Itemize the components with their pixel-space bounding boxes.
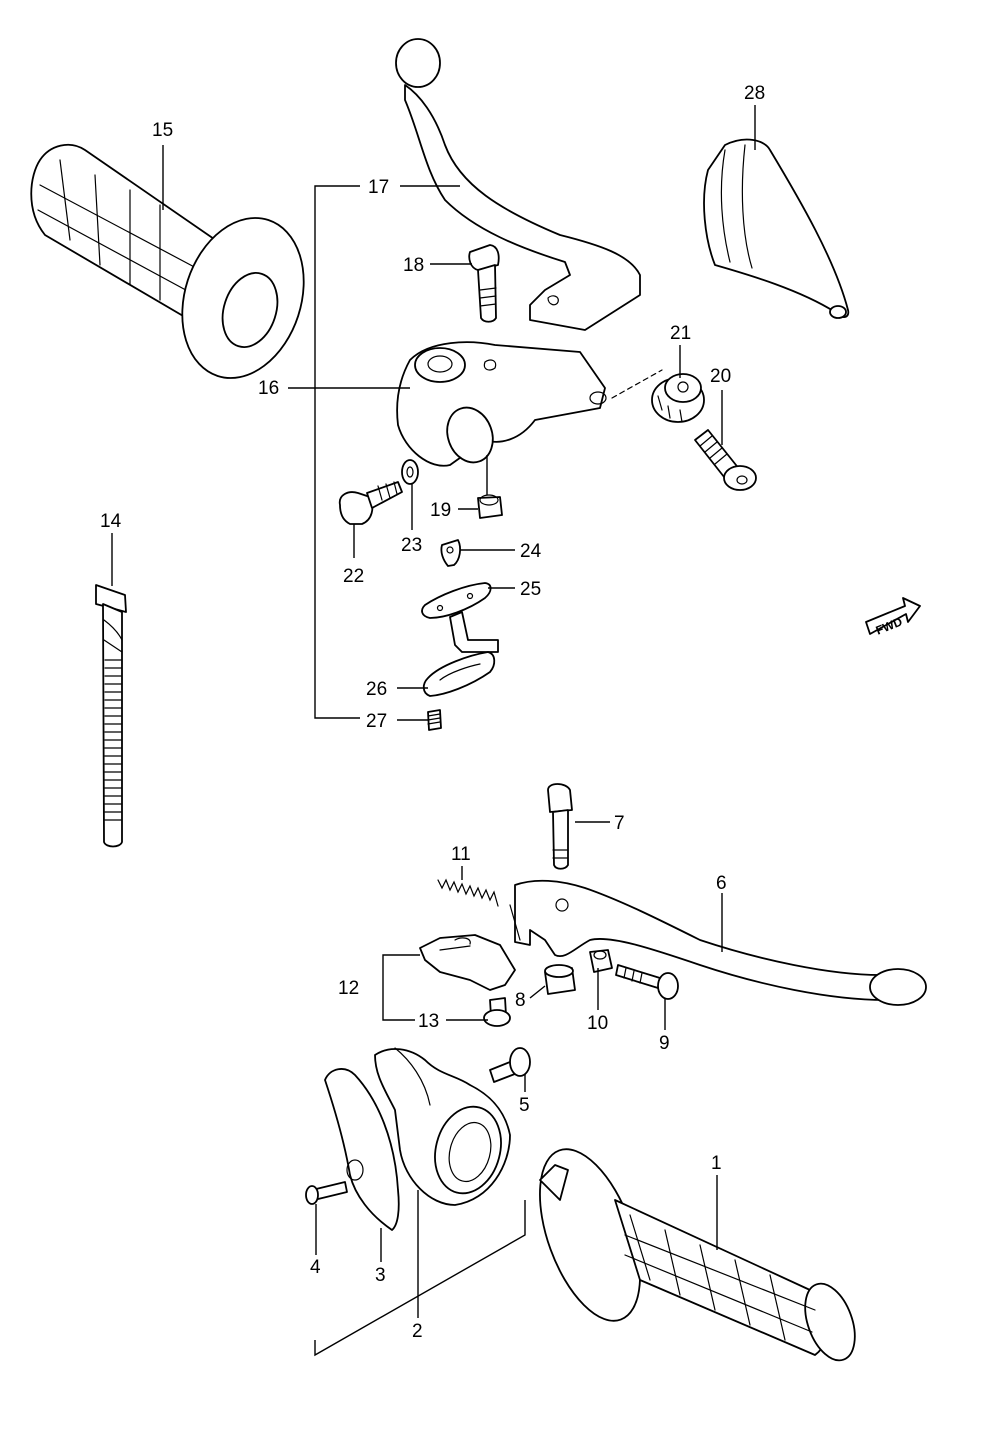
callout-7: 7 bbox=[614, 813, 625, 834]
callout-15: 15 bbox=[152, 120, 173, 141]
callout-24: 24 bbox=[520, 541, 542, 562]
callout-5: 5 bbox=[519, 1095, 530, 1116]
callout-23: 23 bbox=[401, 535, 422, 556]
callout-27: 27 bbox=[366, 711, 387, 732]
callout-12: 12 bbox=[338, 978, 359, 999]
part-14-cable-tie bbox=[95, 584, 127, 848]
part-1-right-grip bbox=[539, 1148, 856, 1362]
part-11-spring bbox=[437, 878, 499, 907]
callout-25: 25 bbox=[520, 579, 541, 600]
callout-8: 8 bbox=[515, 990, 526, 1011]
callout-6: 6 bbox=[716, 873, 727, 894]
part-21-adjuster-nut bbox=[651, 373, 705, 423]
part-20-adjuster-bolt bbox=[694, 429, 757, 491]
part-18-pivot-bolt bbox=[468, 244, 500, 323]
callout-3: 3 bbox=[375, 1265, 386, 1286]
callout-22: 22 bbox=[343, 566, 364, 587]
callout-26: 26 bbox=[366, 679, 387, 700]
fwd-direction-arrow-icon: FWD bbox=[865, 597, 921, 638]
callout-9: 9 bbox=[659, 1033, 670, 1054]
callout-20: 20 bbox=[710, 366, 731, 387]
callout-2: 2 bbox=[412, 1321, 423, 1342]
part-22-bolt bbox=[338, 481, 403, 525]
leader-lines bbox=[111, 105, 756, 1357]
part-19-nut bbox=[477, 494, 503, 519]
callout-10: 10 bbox=[587, 1013, 608, 1034]
callout-13: 13 bbox=[418, 1011, 439, 1032]
part-13-screw bbox=[483, 997, 511, 1027]
part-23-washer bbox=[401, 459, 419, 485]
callout-17: 17 bbox=[368, 177, 389, 198]
callout-21: 21 bbox=[670, 323, 691, 344]
part-2-throttle-housing bbox=[374, 1047, 511, 1206]
part-4-screw bbox=[305, 1181, 348, 1205]
callout-4: 4 bbox=[310, 1257, 321, 1278]
part-10-nut bbox=[589, 949, 613, 973]
callout-1: 1 bbox=[711, 1153, 722, 1174]
part-12-brake-switch bbox=[419, 934, 516, 991]
part-16-lever-holder bbox=[396, 341, 607, 467]
part-17-clutch-lever bbox=[395, 38, 641, 331]
part-24-clip bbox=[440, 539, 461, 567]
part-27-screw bbox=[427, 709, 442, 731]
callout-16: 16 bbox=[258, 378, 279, 399]
part-15-left-grip bbox=[30, 143, 305, 379]
part-9-bolt bbox=[615, 964, 679, 1000]
callout-14: 14 bbox=[100, 511, 122, 532]
part-6-brake-lever bbox=[509, 879, 927, 1006]
callout-19: 19 bbox=[430, 500, 451, 521]
callout-labels: 15 17 18 16 28 21 20 19 22 23 24 25 26 2… bbox=[100, 83, 765, 1342]
part-8-collar bbox=[544, 964, 576, 995]
callout-18: 18 bbox=[403, 255, 424, 276]
part-28-lever-cover bbox=[703, 138, 850, 319]
callout-11: 11 bbox=[451, 844, 471, 865]
callout-28: 28 bbox=[744, 83, 765, 104]
part-5-bolt bbox=[489, 1047, 531, 1083]
part-3-throttle-cover bbox=[324, 1068, 400, 1231]
part-25-switch-bracket bbox=[421, 582, 499, 653]
part-26-switch bbox=[422, 651, 496, 697]
part-7-pivot-bolt bbox=[547, 783, 573, 870]
